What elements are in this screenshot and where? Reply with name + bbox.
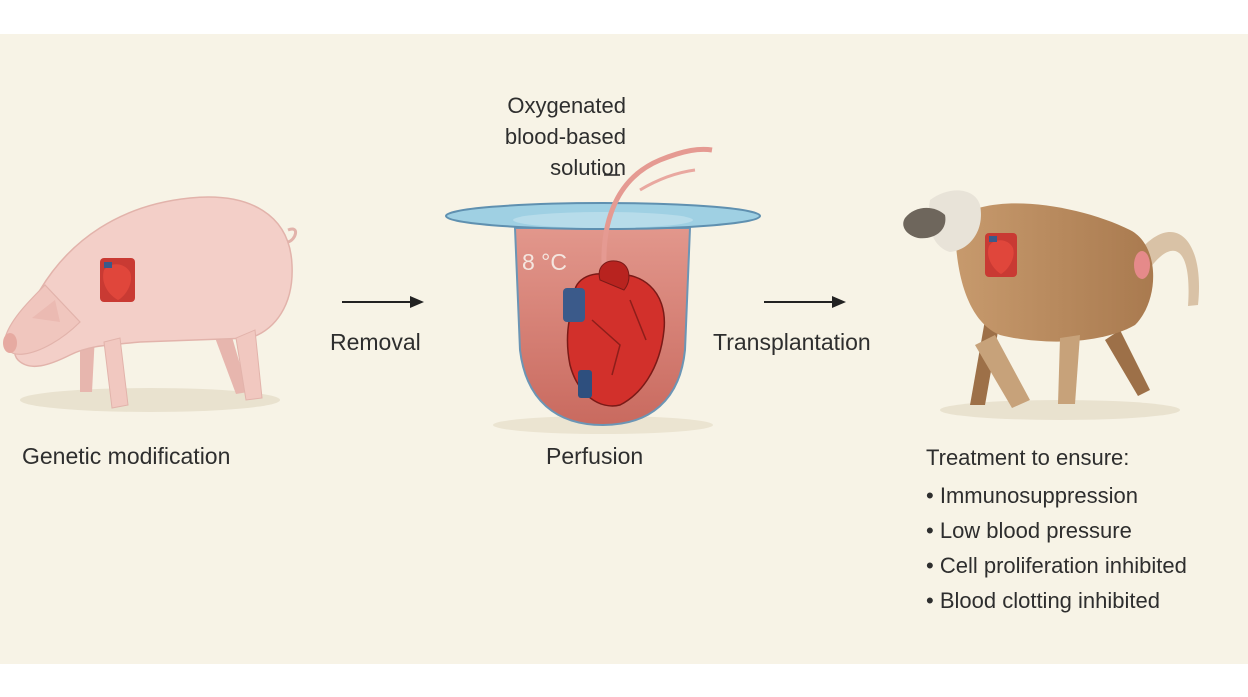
- arrow-right-icon: [342, 296, 424, 308]
- arrow-right-icon: [764, 296, 846, 308]
- heart-icon: [563, 260, 666, 407]
- treatment-item: Low blood pressure: [926, 513, 1187, 548]
- heart-icon: [100, 258, 135, 302]
- pig-illustration: [3, 196, 297, 412]
- solution-label: Oxygenated blood-based solution: [430, 90, 626, 183]
- temperature-label: 8 °C: [522, 249, 567, 275]
- solution-label-line: blood-based: [504, 124, 626, 149]
- treatment-heading: Treatment to ensure:: [926, 445, 1130, 470]
- perfusion-label: Perfusion: [546, 443, 644, 469]
- treatment-item: Blood clotting inhibited: [926, 583, 1187, 618]
- treatment-item: Cell proliferation inhibited: [926, 548, 1187, 583]
- removal-label: Removal: [330, 329, 421, 355]
- treatment-item: Immunosuppression: [926, 478, 1187, 513]
- heart-icon: [985, 233, 1017, 277]
- solution-label-line: solution: [550, 155, 626, 180]
- genetic-modification-label: Genetic modification: [22, 443, 231, 469]
- solution-label-line: Oxygenated: [507, 93, 626, 118]
- transplantation-label: Transplantation: [713, 329, 871, 355]
- perfusion-dish: [445, 146, 761, 434]
- treatment-list: Treatment to ensure: Immunosuppression L…: [926, 442, 1187, 618]
- baboon-illustration: [903, 190, 1200, 420]
